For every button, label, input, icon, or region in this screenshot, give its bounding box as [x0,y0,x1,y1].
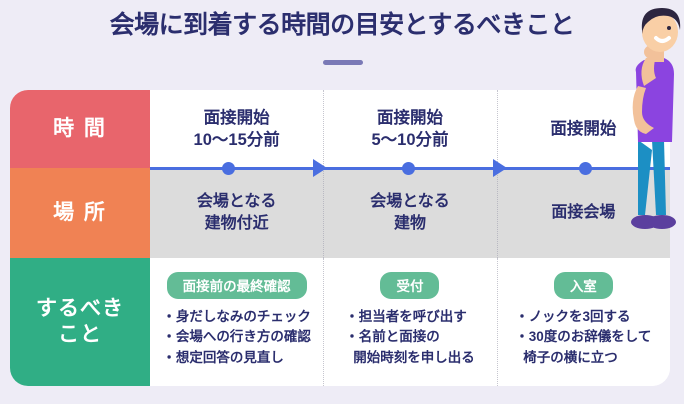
thinking-person-illustration [631,8,681,229]
page-title: 会場に到着する時間の目安とするべきこと [109,11,575,39]
row-cells-place: 会場となる 建物付近 会場となる 建物 面接会場 [150,168,670,258]
row-label-time: 時 間 [10,90,150,168]
cell-time-3-line1: 面接開始 [550,119,617,138]
cell-time-2: 面接開始 5〜10分前 [323,90,497,168]
cell-todo-1: 面接前の最終確認 ・身だしなみのチェック ・会場への行き方の確認 ・想定回答の見… [150,258,324,386]
bullets-todo-1: ・身だしなみのチェック ・会場への行き方の確認 ・想定回答の見直し [156,307,317,368]
person-arm-upper [641,56,656,86]
person-arm-lower [632,86,654,134]
bullet-todo-1-3: ・想定回答の見直し [162,349,284,365]
row-cells-time: 面接開始 10〜15分前 面接開始 5〜10分前 面接開始 [150,90,670,168]
row-label-todo-line2: こと [58,323,102,346]
bullet-todo-3-2: ・30度のお辞儀をして [515,329,652,345]
cell-todo-3: 入室 ・ノックを3回する ・30度のお辞儀をして 椅子の横に立つ [496,258,670,386]
person-leg-front [652,140,666,215]
cell-place-2-line1: 会場となる [370,193,450,211]
cell-place-1: 会場となる 建物付近 [150,168,324,258]
cell-place-3-line1: 面接会場 [551,204,616,222]
cell-place-1-line1: 会場となる [196,193,277,211]
cell-place-1-line2: 建物付近 [204,215,269,232]
cell-time-2-line1: 面接開始 [376,108,443,127]
schedule-table: 時 間 面接開始 10〜15分前 面接開始 5〜10分前 面接開始 場 所 [10,90,670,386]
bullet-todo-2-2: ・名前と面接の [345,329,440,345]
cell-time-1-line2: 10〜15分前 [193,131,280,149]
cell-place-2-line2: 建物 [393,215,426,232]
bullet-todo-3-1: ・ノックを3回する [515,309,631,324]
cell-time-1-line1: 面接開始 [203,108,270,127]
bullet-todo-1-1: ・身だしなみのチェック [162,309,311,324]
person-smile [654,36,671,43]
pill-todo-2: 受付 [380,272,440,299]
person-leg-back [638,140,652,215]
row-label-todo-line1: するべき [36,296,124,320]
pill-todo-3: 入室 [553,272,613,299]
title-underline [323,60,363,65]
bullet-todo-2-2-cont: 開始時刻を申し出る [353,349,475,365]
table-row-place: 場 所 会場となる 建物付近 会場となる 建物 面接会場 [10,168,670,258]
bullet-todo-1-2: ・会場への行き方の確認 [162,329,311,345]
table-row-todo: するべき こと 面接前の最終確認 ・身だしなみのチェック ・会場への行き方の確認… [10,258,670,386]
cell-time-2-line2: 5〜10分前 [371,131,449,149]
person-hair [641,8,681,34]
cell-todo-2: 受付 ・担当者を呼び出す ・名前と面接の 開始時刻を申し出る [323,258,497,386]
cell-place-2: 会場となる 建物 [323,168,497,258]
pill-todo-1: 面接前の最終確認 [166,272,307,299]
person-eye [667,26,671,30]
cell-time-1: 面接開始 10〜15分前 [150,90,324,168]
bullet-todo-2-1: ・担当者を呼び出す [345,309,467,324]
person-head [642,12,678,52]
row-label-place: 場 所 [10,168,150,258]
table-row-time: 時 間 面接開始 10〜15分前 面接開始 5〜10分前 面接開始 [10,90,670,168]
bullet-todo-3-2-cont: 椅子の横に立つ [523,349,618,365]
person-shoe-front [648,215,676,229]
bullets-todo-3: ・ノックを3回する ・30度のお辞儀をして 椅子の横に立つ [509,307,657,368]
bullets-todo-2: ・担当者を呼び出す ・名前と面接の 開始時刻を申し出る [339,307,481,368]
row-label-todo: するべき こと [10,258,150,386]
row-cells-todo: 面接前の最終確認 ・身だしなみのチェック ・会場への行き方の確認 ・想定回答の見… [150,258,670,386]
